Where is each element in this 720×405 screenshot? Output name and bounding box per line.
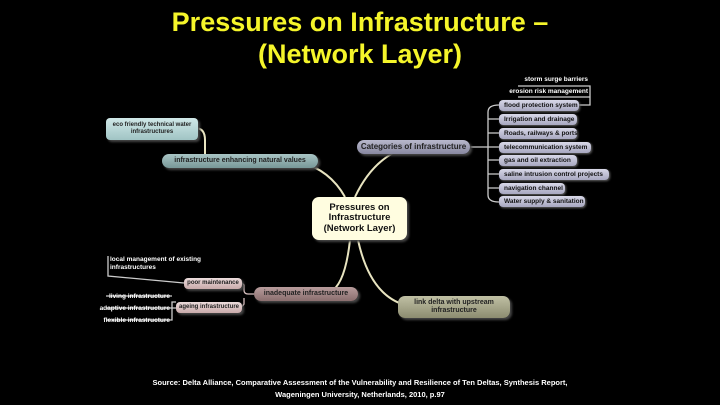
ageing-node[interactable]: ageing infrastructure bbox=[176, 302, 242, 313]
source-line2: Wageningen University, Netherlands, 2010… bbox=[275, 390, 445, 399]
categories-node[interactable]: Categories of infrastructure bbox=[357, 140, 470, 154]
ageing-sub-item[interactable]: living infrastructure bbox=[108, 293, 170, 300]
link-line1: link delta with upstream bbox=[414, 299, 494, 307]
ageing-sub-item[interactable]: flexible infrastructure bbox=[103, 317, 170, 324]
category-item[interactable]: flood protection system bbox=[499, 100, 579, 111]
category-item[interactable]: gas and oil extraction bbox=[499, 155, 577, 166]
local-line2: infrastructures bbox=[110, 264, 156, 272]
category-item[interactable]: telecommunication system bbox=[499, 142, 591, 153]
category-item[interactable]: navigation channel bbox=[499, 183, 565, 194]
enhancing-node[interactable]: infrastructure enhancing natural values bbox=[162, 154, 318, 168]
eco-line1: eco friendly technical water bbox=[112, 122, 192, 129]
poor-maintenance-node[interactable]: poor maintenance bbox=[184, 278, 242, 289]
ageing-sub-item[interactable]: adaptive infrastructure bbox=[99, 305, 170, 312]
central-line2: Infrastructure bbox=[328, 212, 391, 224]
central-line1: Pressures on bbox=[329, 201, 390, 213]
category-item[interactable]: Roads, railways & ports bbox=[499, 128, 578, 139]
connector-inadequate bbox=[329, 239, 351, 293]
category-item[interactable]: Irrigation and drainage bbox=[499, 114, 577, 125]
category-item[interactable]: Water supply & sanitation bbox=[499, 196, 585, 207]
flood-sub-item[interactable]: erosion risk management bbox=[509, 88, 588, 95]
connector-link bbox=[357, 239, 406, 306]
slide-title-line1: Pressures on Infrastructure – bbox=[171, 7, 549, 37]
central-line3: (Network Layer) bbox=[323, 222, 396, 234]
link-line2: infrastructure bbox=[431, 307, 477, 314]
flood-sub-item[interactable]: storm surge barriers bbox=[524, 76, 588, 83]
source-line1: Source: Delta Alliance, Comparative Asse… bbox=[152, 378, 568, 387]
local-line1: local management of existing bbox=[110, 256, 202, 263]
slide-title-line2: (Network Layer) bbox=[257, 39, 463, 69]
connector-categories bbox=[354, 151, 396, 198]
inadequate-node[interactable]: inadequate infrastructure bbox=[254, 287, 358, 301]
eco-line2: infrastructures bbox=[130, 129, 174, 135]
category-item[interactable]: saline intrusion control projects bbox=[499, 169, 609, 180]
